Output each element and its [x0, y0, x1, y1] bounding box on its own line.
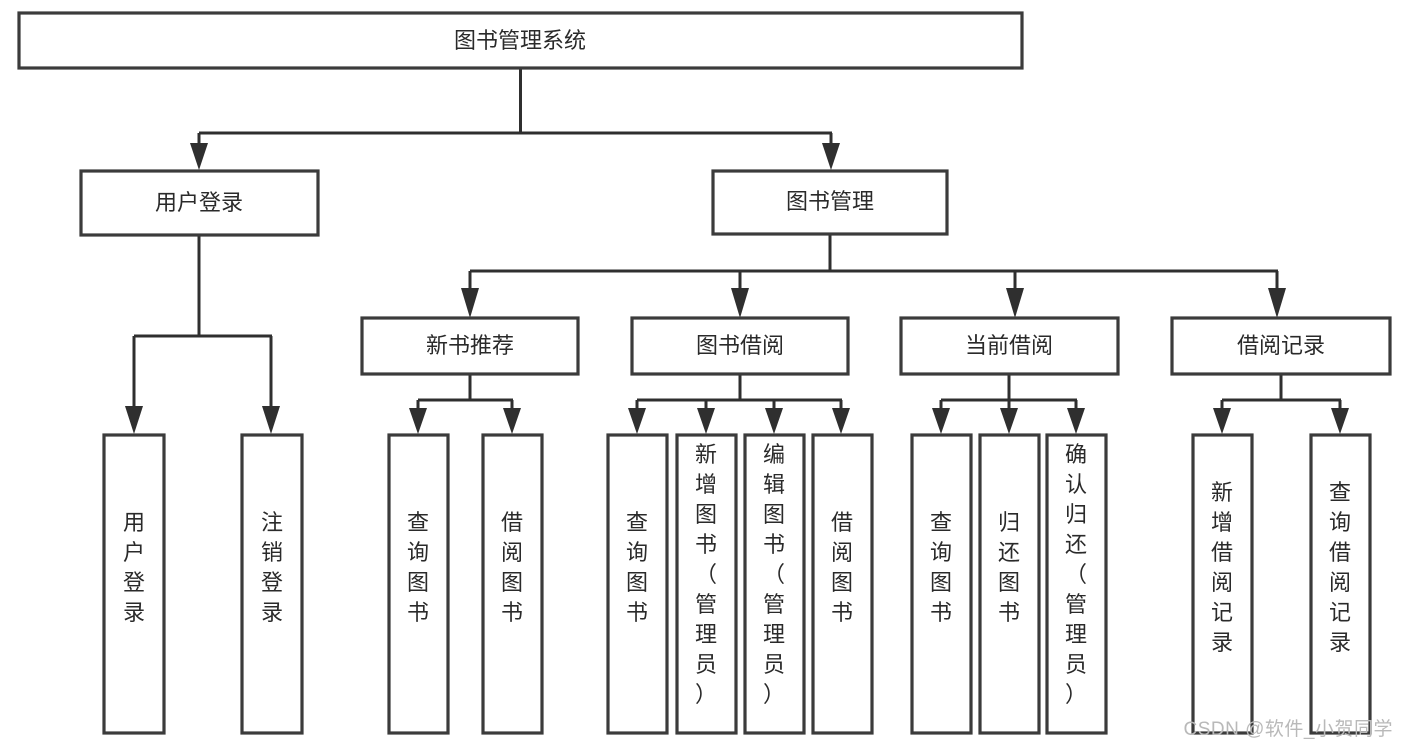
node-leaf-user-logout-label: 注销登录 — [261, 510, 283, 625]
node-leaf-borrow-book-1-label: 借阅图书 — [501, 510, 523, 625]
arrow-head-icon — [1000, 408, 1018, 434]
node-leaf-add-book-label: 新增图书（管理员） — [695, 442, 717, 707]
node-leaf-query-book-1-box[interactable] — [387, 433, 450, 735]
arrow-head-icon — [1006, 288, 1024, 318]
node-borrow-record-label: 借阅记录 — [1237, 333, 1325, 358]
node-leaf-add-record-label: 新增借阅记录 — [1211, 480, 1233, 655]
node-leaf-confirm-return[interactable]: 确认归还（管理员） — [1045, 433, 1108, 735]
node-leaf-user-logout-box[interactable] — [240, 433, 304, 735]
node-root-label: 图书管理系统 — [454, 28, 586, 53]
node-book-borrow[interactable]: 图书借阅 — [630, 316, 850, 376]
node-leaf-edit-book-label: 编辑图书（管理员） — [763, 442, 785, 707]
node-leaf-borrow-book-1[interactable]: 借阅图书 — [481, 433, 544, 735]
node-book-manage[interactable]: 图书管理 — [711, 169, 949, 236]
connector-currentborrow-to-leaves — [932, 374, 1085, 434]
node-leaf-borrow-book-2-label: 借阅图书 — [831, 510, 853, 625]
node-leaf-add-record-box[interactable] — [1191, 433, 1254, 735]
node-current-borrow[interactable]: 当前借阅 — [899, 316, 1120, 376]
node-root-box[interactable] — [17, 11, 1024, 70]
node-user-login-label: 用户登录 — [155, 190, 243, 215]
arrow-head-icon — [822, 143, 840, 170]
connector-root-to-level2 — [190, 68, 840, 170]
node-leaf-query-book-2-label: 查询图书 — [626, 510, 648, 625]
node-leaf-borrow-book-1-box[interactable] — [481, 433, 544, 735]
arrow-head-icon — [932, 408, 950, 434]
node-new-book-rec-label: 新书推荐 — [426, 333, 514, 358]
node-borrow-record-box[interactable] — [1170, 316, 1392, 376]
node-leaf-query-book-3-box[interactable] — [910, 433, 973, 735]
arrow-head-icon — [262, 406, 280, 434]
node-leaf-return-book-box[interactable] — [978, 433, 1041, 735]
node-leaf-user-logout[interactable]: 注销登录 — [240, 433, 304, 735]
node-leaf-confirm-return-label: 确认归还（管理员） — [1065, 442, 1087, 707]
connector-bookborrow-to-leaves — [628, 374, 850, 434]
arrow-head-icon — [697, 408, 715, 434]
node-leaf-query-record-box[interactable] — [1309, 433, 1372, 735]
node-leaf-user-login-box[interactable] — [102, 433, 166, 735]
arrow-head-icon — [1213, 408, 1231, 434]
arrow-head-icon — [832, 408, 850, 434]
node-leaf-query-record-label: 查询借阅记录 — [1329, 480, 1351, 655]
node-leaf-query-book-1-label: 查询图书 — [407, 510, 429, 625]
node-leaf-query-record[interactable]: 查询借阅记录 — [1309, 433, 1372, 735]
arrow-head-icon — [628, 408, 646, 434]
node-leaf-edit-book[interactable]: 编辑图书（管理员） — [743, 433, 806, 735]
node-leaf-edit-book-box[interactable] — [743, 433, 806, 735]
node-user-login-box[interactable] — [79, 169, 320, 237]
node-leaf-add-book[interactable]: 新增图书（管理员） — [675, 433, 738, 735]
node-leaf-query-book-2[interactable]: 查询图书 — [606, 433, 669, 735]
node-leaf-user-login-label: 用户登录 — [123, 510, 145, 625]
node-leaf-confirm-return-box[interactable] — [1045, 433, 1108, 735]
arrow-head-icon — [1268, 288, 1286, 318]
arrow-head-icon — [125, 406, 143, 434]
node-leaf-query-book-3[interactable]: 查询图书 — [910, 433, 973, 735]
connector-userlogin-to-leaves — [125, 235, 280, 434]
arrow-head-icon — [1331, 408, 1349, 434]
node-book-borrow-label: 图书借阅 — [696, 333, 784, 358]
connector-borrowrecord-to-leaves — [1213, 374, 1349, 434]
arrow-head-icon — [190, 143, 208, 170]
node-leaf-user-login[interactable]: 用户登录 — [102, 433, 166, 735]
node-borrow-record[interactable]: 借阅记录 — [1170, 316, 1392, 376]
node-leaf-borrow-book-2[interactable]: 借阅图书 — [811, 433, 874, 735]
node-book-manage-label: 图书管理 — [786, 189, 874, 214]
arrow-head-icon — [765, 408, 783, 434]
node-leaf-return-book[interactable]: 归还图书 — [978, 433, 1041, 735]
arrow-head-icon — [409, 408, 427, 434]
node-leaf-return-book-label: 归还图书 — [998, 510, 1020, 625]
node-leaf-query-book-3-label: 查询图书 — [930, 510, 952, 625]
node-leaf-query-book-1[interactable]: 查询图书 — [387, 433, 450, 735]
node-leaf-add-record[interactable]: 新增借阅记录 — [1191, 433, 1254, 735]
node-leaf-add-book-box[interactable] — [675, 433, 738, 735]
node-new-book-rec-box[interactable] — [360, 316, 580, 376]
node-user-login[interactable]: 用户登录 — [79, 169, 320, 237]
arrow-head-icon — [731, 288, 749, 318]
connector-bookmanage-to-level3 — [461, 234, 1286, 318]
node-root[interactable]: 图书管理系统 — [17, 11, 1024, 70]
node-new-book-rec[interactable]: 新书推荐 — [360, 316, 580, 376]
arrow-head-icon — [503, 408, 521, 434]
node-book-borrow-box[interactable] — [630, 316, 850, 376]
connector-newbook-to-leaves — [409, 374, 521, 434]
arrow-head-icon — [1067, 408, 1085, 434]
node-book-manage-box[interactable] — [711, 169, 949, 236]
node-current-borrow-box[interactable] — [899, 316, 1120, 376]
arrow-head-icon — [461, 288, 479, 318]
node-current-borrow-label: 当前借阅 — [965, 333, 1053, 358]
node-leaf-query-book-2-box[interactable] — [606, 433, 669, 735]
node-leaf-borrow-book-2-box[interactable] — [811, 433, 874, 735]
